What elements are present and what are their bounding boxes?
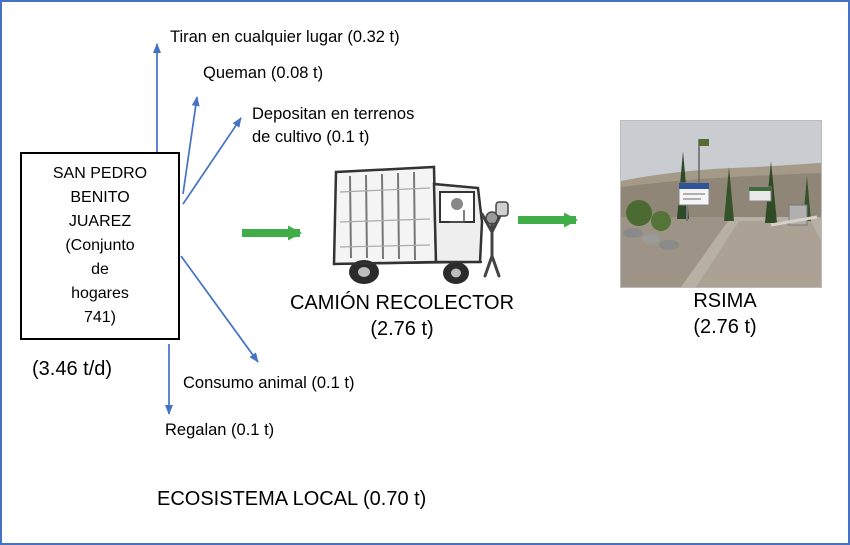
branch-label-tiran: Tiran en cualquier lugar (0.32 t) <box>170 28 400 46</box>
garbage-truck-icon <box>332 165 509 284</box>
truck-caption: CAMIÓN RECOLECTOR (2.76 t) <box>252 290 552 342</box>
rsima-amount: (2.76 t) <box>693 316 757 338</box>
arrow-consumo-icon <box>180 255 259 363</box>
arrow-queman-icon <box>182 96 200 195</box>
truck-amount: (2.76 t) <box>370 318 434 340</box>
rsima-caption: RSIMA (2.76 t) <box>635 288 815 340</box>
rsima-landfill-photo <box>620 120 822 288</box>
truck-label: CAMIÓN RECOLECTOR <box>289 292 515 314</box>
branch-label-regalan: Regalan (0.1 t) <box>165 421 275 439</box>
branch-label-consumo: Consumo animal (0.1 t) <box>183 374 355 392</box>
ecosystem-total-label: ECOSISTEMA LOCAL (0.70 t) <box>157 488 427 510</box>
arrow-depositan-icon <box>182 117 242 205</box>
total-generation-label: (3.46 t/d) <box>32 358 113 380</box>
source-community-box: SAN PEDRO BENITO JUAREZ (Conjunto de hog… <box>20 152 180 340</box>
rsima-label: RSIMA <box>693 290 757 312</box>
branch-label-queman: Queman (0.08 t) <box>203 64 324 82</box>
branch-label-depositan: Depositan en terrenos de cultivo (0.1 t) <box>252 105 415 147</box>
